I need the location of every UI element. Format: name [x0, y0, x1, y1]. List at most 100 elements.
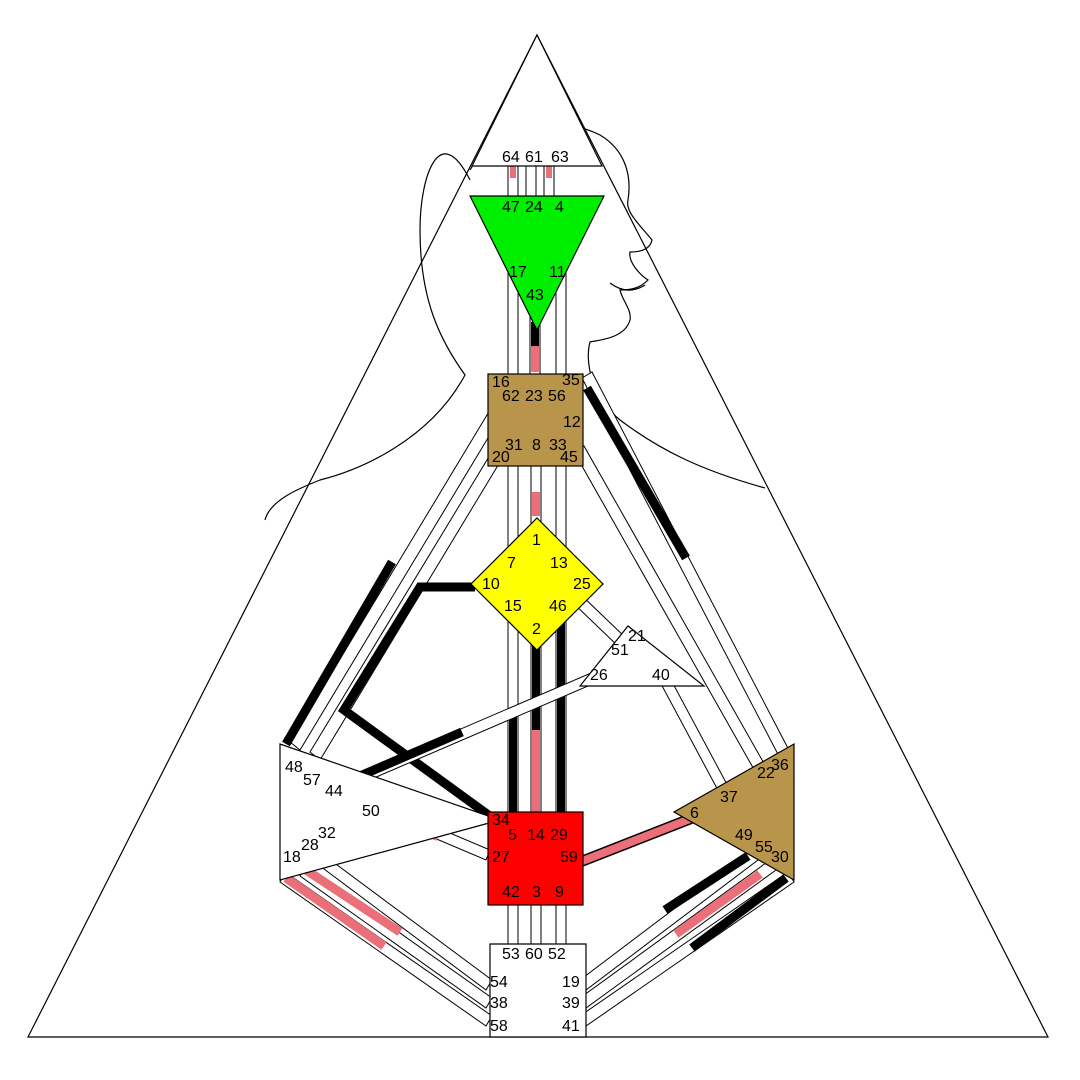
gate-25: 25: [573, 576, 591, 593]
gate-55: 55: [755, 839, 773, 856]
gate-45: 45: [560, 449, 578, 466]
gate-28: 28: [301, 837, 319, 854]
channel-1-personality: [532, 492, 540, 516]
mouth-line: [609, 282, 646, 291]
gate-3: 3: [532, 884, 541, 901]
channel-63-fill: [546, 166, 552, 178]
gate-38: 38: [490, 995, 508, 1012]
gate-49: 49: [735, 827, 753, 844]
channels: [279, 165, 795, 1027]
gate-12: 12: [563, 414, 581, 431]
gate-11: 11: [549, 264, 566, 281]
center-ego: [578, 625, 706, 687]
channel-61-24: [525, 165, 537, 199]
gate-64: 64: [502, 149, 520, 166]
gate-58: 58: [490, 1018, 508, 1035]
channel-10-57: [337, 582, 501, 826]
gate-18: 18: [283, 849, 301, 866]
gate-53: 53: [502, 946, 520, 963]
gate-51: 51: [611, 642, 629, 659]
channel-30-design: [689, 874, 789, 952]
center-head: [471, 33, 603, 167]
channel-31-7: [507, 465, 519, 547]
gate-2: 2: [532, 621, 541, 638]
center-throat: [487, 373, 584, 467]
channel-2-design: [532, 634, 540, 730]
gate-60: 60: [525, 946, 543, 963]
gate-35: 35: [562, 372, 580, 389]
gate-36: 36: [771, 757, 789, 774]
center-ajna: [469, 195, 605, 332]
channel-43-design: [531, 322, 539, 346]
gate-41: 41: [562, 1018, 580, 1035]
channel-root-solar-plexus: [579, 849, 795, 1027]
gate-56: 56: [548, 388, 566, 405]
gate-57: 57: [303, 772, 321, 789]
gate-48: 48: [285, 759, 303, 776]
gate-22: 22: [757, 765, 775, 782]
gate-44: 44: [325, 783, 343, 800]
channel-23-personality: [531, 346, 539, 372]
channel-14-personality: [532, 730, 540, 812]
channel-49-design: [662, 852, 751, 914]
channel-55-personality: [673, 870, 763, 938]
gate-52: 52: [548, 946, 566, 963]
center-sacral: [487, 811, 584, 906]
center-g: [470, 517, 604, 651]
channel-9-52: [555, 904, 567, 946]
channel-sacral-solar-plexus: [577, 809, 703, 868]
channel-64-fill: [510, 166, 516, 178]
centers: [279, 33, 795, 1038]
gate-31: 31: [505, 437, 523, 454]
gate-62: 62: [502, 388, 520, 405]
gate-8: 8: [532, 437, 541, 454]
gate-32: 32: [318, 825, 336, 842]
gate-7: 7: [507, 555, 516, 572]
channel-48-design: [282, 559, 396, 747]
channel-g-spleen: [337, 582, 501, 826]
channel-33-13: [555, 465, 567, 547]
gate-40: 40: [652, 667, 670, 684]
gate-4: 4: [555, 199, 564, 216]
channel-3-60: [530, 904, 542, 946]
center-root: [489, 943, 587, 1038]
gate-30: 30: [771, 849, 789, 866]
gate-29: 29: [550, 827, 568, 844]
channel-16-48: [289, 409, 501, 751]
center-solar-plexus: [672, 742, 795, 882]
gate-1: 1: [532, 532, 541, 549]
channel-sacral-root: [507, 904, 567, 946]
channel-59-6-fill: [578, 811, 702, 866]
gate-24: 24: [525, 199, 543, 216]
gate-63: 63: [551, 149, 569, 166]
gate-6: 6: [690, 805, 699, 822]
gate-46: 46: [549, 598, 567, 615]
channel-12-22: [573, 445, 771, 781]
gate-37: 37: [720, 789, 738, 806]
gate-13: 13: [550, 555, 568, 572]
gate-9: 9: [555, 884, 564, 901]
gate-26: 26: [590, 667, 608, 684]
gate-39: 39: [562, 995, 580, 1012]
channel-46-design: [557, 620, 565, 812]
gate-61: 61: [525, 149, 543, 166]
gate-27: 27: [492, 849, 510, 866]
gate-17: 17: [509, 264, 527, 281]
channel-throat-solar-plexus: [573, 371, 793, 781]
gate-16: 16: [492, 374, 510, 391]
center-spleen: [279, 743, 503, 881]
gate-23: 23: [525, 388, 543, 405]
gate-5: 5: [508, 827, 517, 844]
gate-10: 10: [482, 576, 500, 593]
channel-18-personality: [283, 874, 387, 950]
gate-50: 50: [362, 803, 380, 820]
channel-42-53: [507, 904, 519, 946]
gate-19: 19: [562, 974, 580, 991]
channel-28-personality: [303, 866, 403, 936]
gate-47: 47: [502, 199, 520, 216]
gate-34: 34: [492, 812, 510, 829]
gate-20: 20: [492, 449, 510, 466]
gate-labels: 64 61 63 47 24 4 17 11 43 16 35 62 23 56…: [283, 149, 789, 1035]
gate-14: 14: [527, 827, 545, 844]
